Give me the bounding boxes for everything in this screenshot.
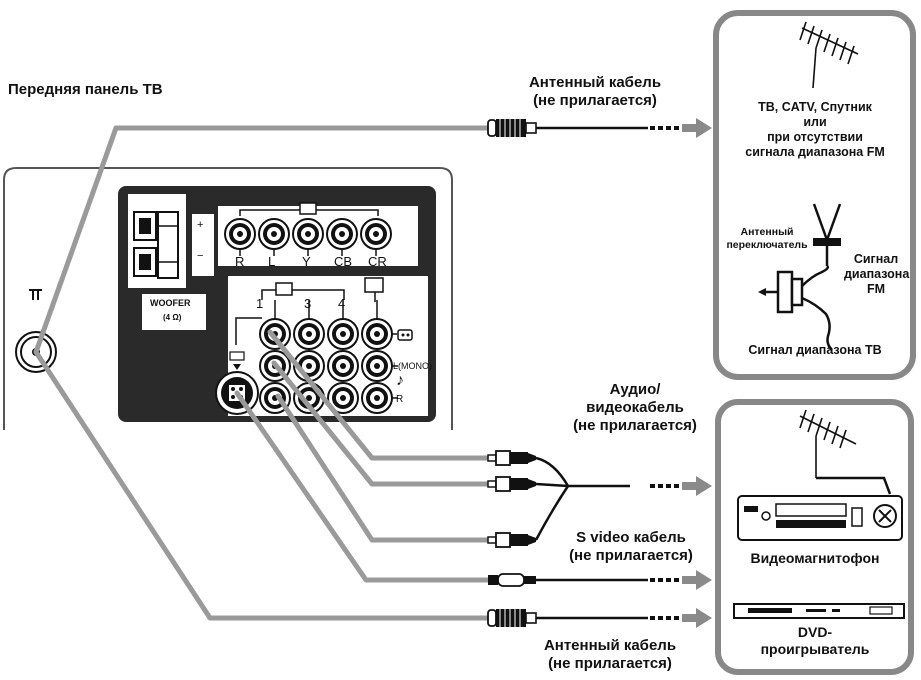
vcr-icon (737, 495, 903, 541)
antenna-plug-bottom (487, 609, 537, 627)
woofer-label: WOOFER (150, 298, 191, 308)
svideo-cable-label: S video кабель (не прилагается) (569, 529, 693, 564)
av-jack-r1-c2 (293, 318, 325, 350)
rca-plug-3 (487, 532, 536, 548)
av-jack-r3-c3 (327, 382, 359, 414)
svg-text:♪: ♪ (396, 372, 404, 389)
arrow-antenna-top (650, 118, 712, 138)
av-jack-r1-c3 (327, 318, 359, 350)
component-jack-5 (360, 218, 392, 250)
antenna-switch-label: Антенный переключатель (726, 226, 808, 251)
arrow-av (650, 476, 712, 496)
arrow-antenna-bottom (650, 608, 712, 628)
cable-plugs (487, 119, 648, 627)
av-cable-bundle (534, 456, 630, 541)
tv-panel-title: Передняя панель ТВ (8, 81, 163, 98)
video-out-icon (397, 329, 413, 341)
jack-label-cb: CB (334, 254, 353, 269)
av-jack-r1-c4 (361, 318, 393, 350)
music-note-icon: ♪ (396, 372, 404, 389)
av-input-brackets (235, 277, 384, 345)
jack-label-r: R (235, 254, 245, 269)
tv-antenna-socket (15, 289, 57, 373)
dvd-label: DVD- проигрыватель (760, 624, 870, 657)
antenna-plug-top (487, 119, 537, 137)
jack-label-l: L (268, 254, 276, 269)
av-jack-r3-c4 (361, 382, 393, 414)
rooftop-antenna-icon (799, 21, 859, 89)
fm-dipole-antenna-icon (812, 203, 842, 266)
component-jack-bracket (239, 202, 379, 216)
connection-lines (33, 125, 495, 621)
antenna-source-box (713, 10, 916, 380)
rca-plug-2 (487, 476, 536, 492)
rca-plug-1 (487, 450, 536, 466)
antenna-source-label: ТВ, CATV, Спутник или при отсутствии сиг… (745, 100, 885, 159)
component-jack-4 (326, 218, 358, 250)
av-cable-label: Аудио/ видеокабель (не прилагается) (573, 381, 697, 434)
dvd-player-icon (733, 603, 905, 619)
right-channel-label: R (396, 394, 404, 405)
input-number-3: 3 (304, 296, 312, 311)
jack-label-cr: CR (368, 254, 387, 269)
component-jack-1 (224, 218, 256, 250)
av-jack-r2-c3 (327, 350, 359, 382)
tv-signal-label: Сигнал диапазона ТВ (748, 343, 882, 357)
arrow-svideo (650, 570, 712, 590)
component-jacks (224, 218, 392, 256)
woofer-terminals (133, 211, 179, 279)
jack-label-y: Y (302, 254, 311, 269)
vcr-antenna-icon (799, 409, 892, 495)
woofer-minus-sign: − (197, 250, 204, 262)
direction-arrows (650, 118, 712, 628)
input-number-1: 1 (256, 296, 264, 311)
component-jack-3 (292, 218, 324, 250)
s-video-plug (488, 573, 536, 587)
woofer-plus-sign: + (197, 219, 204, 231)
fm-signal-label: Сигнал диапазона FM (844, 252, 910, 296)
input-number-4: 4 (338, 296, 346, 311)
av-jack-r1-c1 (259, 318, 291, 350)
vcr-label: Видеомагнитофон (750, 550, 880, 566)
antenna-cable-bottom-label: Антенный кабель (не прилагается) (543, 637, 677, 672)
antenna-cable-top-label: Антенный кабель (не прилагается) (528, 74, 662, 109)
mono-label: L(MONO) (393, 361, 432, 371)
component-jack-2 (258, 218, 290, 250)
av-jack-r2-c4 (361, 350, 393, 382)
woofer-impedance: (4 Ω) (163, 313, 182, 322)
antenna-switch-icon (758, 264, 833, 351)
